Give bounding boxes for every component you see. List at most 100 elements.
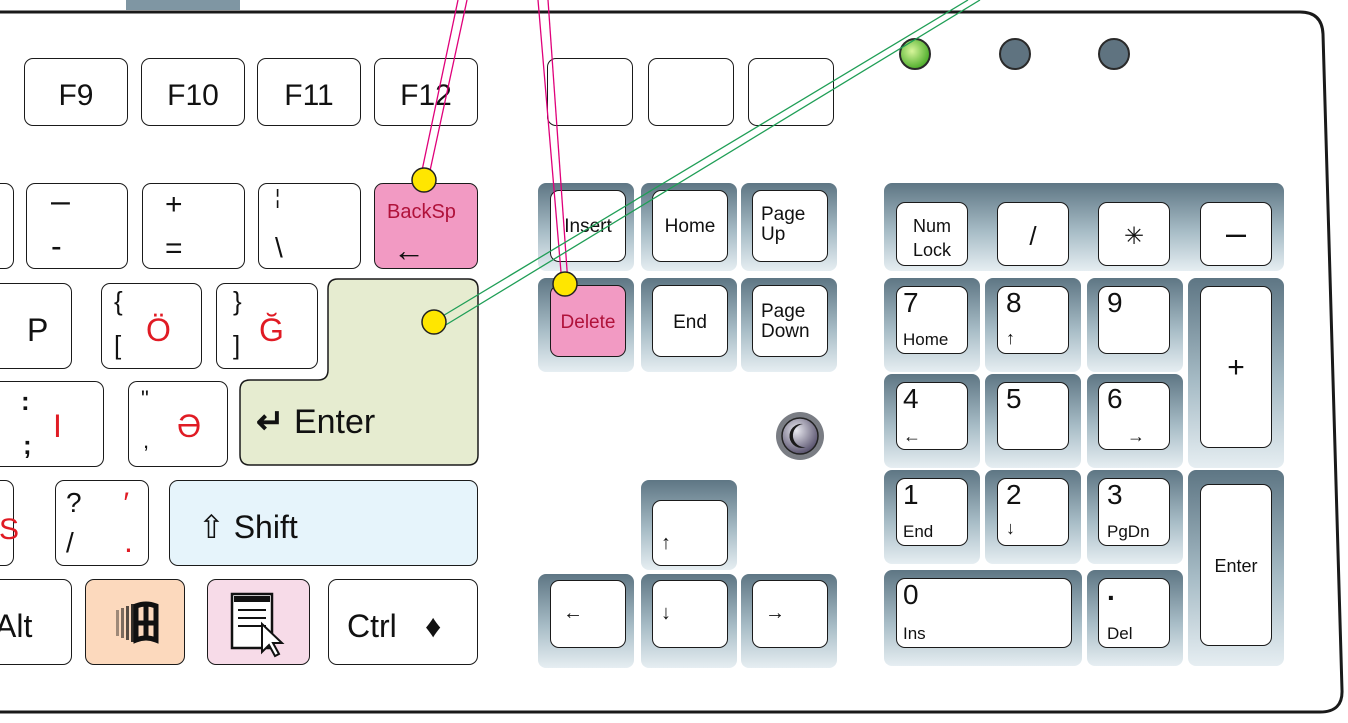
k0-sub-label: Ins [903, 624, 926, 643]
home-label: Home [664, 216, 716, 237]
num-lock-key[interactable]: Num Lock [896, 202, 968, 266]
k6-label: 6 [1107, 383, 1123, 414]
minus-label: – [1225, 212, 1247, 253]
k2-label: 2 [1006, 479, 1022, 510]
led-caps-lock [999, 38, 1031, 70]
numpad-6-key[interactable]: 6 → [1098, 382, 1170, 450]
p-label: P [27, 312, 49, 348]
pause-key[interactable] [748, 58, 834, 126]
equals-label: = [165, 232, 183, 265]
backspace-arrow-icon: ← [393, 232, 425, 268]
comma-label: , [143, 428, 150, 453]
left-arrow-key[interactable]: ← [550, 580, 626, 648]
right-shift-key[interactable]: ⇧ Shift [169, 480, 478, 566]
schwa-key[interactable]: " , Ə [128, 381, 228, 467]
diamond-icon: ♦ [425, 608, 442, 644]
plus-label: + [165, 188, 183, 221]
shift-arrow-icon: ⇧ [198, 509, 225, 545]
k5-label: 5 [1006, 383, 1022, 414]
semicolon-label: ; [23, 430, 32, 460]
f9-key[interactable]: F9 [24, 58, 128, 126]
numpad-enter-key[interactable]: Enter [1200, 484, 1272, 646]
minus-top-label: – [51, 182, 70, 220]
backspace-key[interactable]: BackSp ← [374, 183, 478, 269]
brace-close-label: } [233, 286, 242, 316]
slash-key[interactable]: ? / ′ . [55, 480, 149, 566]
numpad-4-key[interactable]: 4 ← [896, 382, 968, 450]
delete-key[interactable]: Delete [550, 285, 626, 357]
numpad-2-key[interactable]: 2 ↓ [997, 478, 1069, 546]
k9-label: 9 [1107, 287, 1123, 318]
windows-key[interactable] [85, 579, 185, 665]
numpad-3-key[interactable]: 3 PgDn [1098, 478, 1170, 546]
partial-red-label: S [0, 513, 20, 546]
numpad-divide-key[interactable]: / [997, 202, 1069, 266]
numpad-enter-label: Enter [1214, 556, 1258, 576]
down-arrow-icon: ↓ [661, 602, 671, 624]
right-ctrl-key[interactable]: Ctrl ♦ [328, 579, 478, 665]
enter-label: Enter [293, 403, 376, 441]
shift-label: Shift [233, 509, 298, 545]
k7-sub-label: Home [903, 330, 949, 349]
numpad-8-key[interactable]: 8 ↑ [997, 286, 1069, 354]
colon-label: : [21, 386, 30, 416]
pipe-label: ¦ [275, 187, 281, 209]
numpad-plus-key[interactable]: + [1200, 286, 1272, 448]
numpad-1-key[interactable]: 1 End [896, 478, 968, 546]
num-lock-label-2: Lock [912, 240, 952, 260]
right-arrow-icon: → [765, 602, 785, 624]
minus-key[interactable]: – - [26, 183, 128, 269]
home-key[interactable]: Home [652, 190, 728, 262]
p-key[interactable]: P [0, 283, 72, 369]
page-down-key[interactable]: Page Down [752, 285, 828, 357]
bracket-close-label: ] [233, 330, 241, 360]
f10-key[interactable]: F10 [141, 58, 245, 126]
apostrophe-label: ′ [122, 487, 128, 520]
scroll-lock-key[interactable] [648, 58, 734, 126]
brace-open-label: { [114, 286, 123, 316]
f12-label: F12 [400, 79, 452, 112]
up-arrow-icon: ↑ [661, 532, 671, 554]
numpad-minus-key[interactable]: – [1200, 202, 1272, 266]
numpad-5-key[interactable]: 5 [997, 382, 1069, 450]
f11-key[interactable]: F11 [257, 58, 361, 126]
alt-key[interactable]: Alt [0, 579, 72, 665]
dot-sub-label: Del [1107, 624, 1133, 643]
insert-key[interactable]: Insert [550, 190, 626, 262]
dot-label: . [1107, 575, 1115, 606]
numpad-0-key[interactable]: 0 Ins [896, 578, 1072, 648]
right-arrow-key[interactable]: → [752, 580, 828, 648]
o-umlaut-key[interactable]: { [ Ö [101, 283, 202, 369]
partial-key-2[interactable]: S [0, 480, 19, 566]
windows-logo-icon [116, 601, 159, 644]
enter-arrow-icon: ↵ [256, 403, 285, 441]
numpad-9-key[interactable]: 9 [1098, 286, 1170, 354]
print-screen-key[interactable] [547, 58, 633, 126]
g-breve-key[interactable]: } ] Ğ [216, 283, 318, 369]
left-arrow-icon: ← [563, 602, 583, 624]
k4-label: 4 [903, 383, 919, 414]
numpad-multiply-key[interactable]: ✳ [1098, 202, 1170, 266]
end-key[interactable]: End [652, 285, 728, 357]
context-menu-icon [230, 592, 285, 658]
quote-label: " [141, 386, 149, 411]
backslash-key[interactable]: ¦ \ [258, 183, 361, 269]
k8-label: 8 [1006, 287, 1022, 318]
equals-key[interactable]: + = [142, 183, 245, 269]
down-arrow-key[interactable]: ↓ [652, 580, 728, 648]
enter-key-label-group: ↵ Enter [256, 405, 375, 439]
led-scroll-lock [1098, 38, 1130, 70]
dotless-i-key[interactable]: : ; I [0, 381, 104, 467]
up-arrow-key[interactable]: ↑ [652, 500, 728, 566]
numpad-dot-key[interactable]: . Del [1098, 575, 1170, 648]
plus-label: + [1227, 351, 1245, 384]
o-umlaut-label: Ö [146, 312, 171, 348]
page-up-label-1: Page [761, 204, 806, 225]
page-up-key[interactable]: Page Up [752, 190, 828, 262]
numpad-7-key[interactable]: 7 Home [896, 286, 968, 354]
k7-label: 7 [903, 287, 919, 318]
f12-key[interactable]: F12 [374, 58, 478, 126]
partial-key-0[interactable] [0, 183, 14, 269]
end-label: End [673, 312, 707, 333]
menu-key[interactable] [207, 579, 310, 665]
